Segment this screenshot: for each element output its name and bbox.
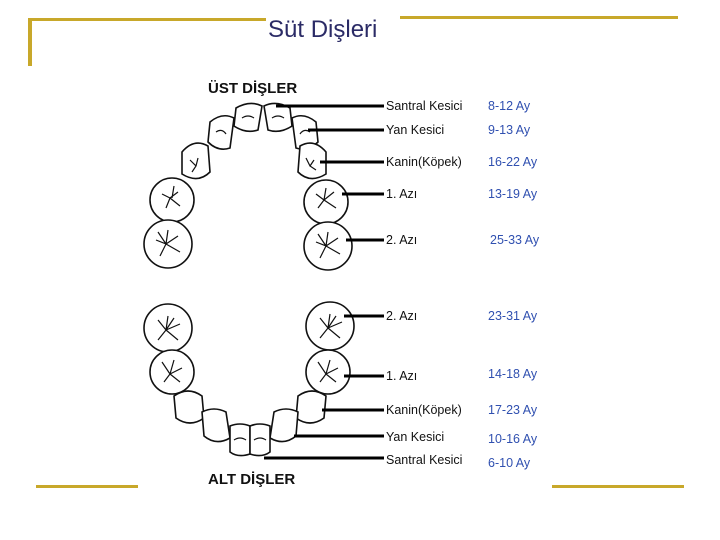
lower-left-lateral-incisor	[201, 408, 231, 443]
upper-right-central-incisor	[263, 102, 293, 133]
upper-label-central-incisor: Santral Kesici	[386, 99, 462, 113]
upper-right-second-molar	[303, 221, 353, 271]
upper-teeth	[143, 102, 353, 271]
lower-teeth-heading: ALT DİŞLER	[208, 471, 295, 488]
upper-label-canine: Kanin(Köpek)	[386, 155, 462, 169]
lower-left-first-molar	[149, 349, 195, 395]
accent-line-top-right	[400, 16, 678, 19]
leader-lines	[264, 104, 384, 460]
lower-right-first-molar	[305, 349, 351, 395]
lower-label-canine: Kanin(Köpek)	[386, 403, 462, 417]
upper-left-canine	[181, 142, 211, 180]
lower-label-central-incisor: Santral Kesici	[386, 453, 462, 467]
upper-left-second-molar	[143, 219, 193, 269]
lower-right-lateral-incisor	[269, 408, 299, 443]
lower-right-canine	[295, 390, 327, 424]
upper-label-lateral-incisor: Yan Kesici	[386, 123, 444, 137]
upper-age-first-molar: 13-19 Ay	[488, 187, 538, 201]
lower-label-lateral-incisor: Yan Kesici	[386, 430, 444, 444]
accent-line-top-left-vertical	[28, 18, 32, 66]
upper-left-central-incisor	[233, 102, 263, 133]
lower-label-first-molar: 1. Azı	[386, 369, 417, 383]
upper-label-second-molar: 2. Azı	[386, 233, 417, 247]
lower-right-central-incisor	[249, 423, 271, 457]
slide-title: Süt Dişleri	[268, 16, 378, 43]
accent-line-bottom-right	[552, 485, 684, 488]
lower-left-canine	[173, 390, 205, 424]
lower-age-canine: 17-23 Ay	[488, 403, 538, 417]
upper-teeth-heading: ÜST DİŞLER	[208, 80, 297, 97]
lower-left-central-incisor	[229, 423, 251, 457]
teeth-diagram: ÜST DİŞLER ALT DİŞLER	[138, 66, 552, 492]
upper-label-first-molar: 1. Azı	[386, 187, 417, 201]
lower-age-second-molar: 23-31 Ay	[488, 309, 538, 323]
lower-age-first-molar: 14-18 Ay	[488, 367, 538, 381]
lower-label-second-molar: 2. Azı	[386, 309, 417, 323]
upper-age-second-molar: 25-33 Ay	[490, 233, 540, 247]
accent-line-top-left	[28, 18, 266, 21]
upper-age-central-incisor: 8-12 Ay	[488, 99, 531, 113]
upper-age-canine: 16-22 Ay	[488, 155, 538, 169]
lower-teeth	[143, 301, 355, 457]
lower-age-central-incisor: 6-10 Ay	[488, 456, 531, 470]
lower-age-lateral-incisor: 10-16 Ay	[488, 432, 538, 446]
upper-left-lateral-incisor	[207, 114, 235, 150]
upper-age-lateral-incisor: 9-13 Ay	[488, 123, 531, 137]
accent-line-bottom-left	[36, 485, 138, 488]
upper-right-canine	[297, 142, 327, 180]
